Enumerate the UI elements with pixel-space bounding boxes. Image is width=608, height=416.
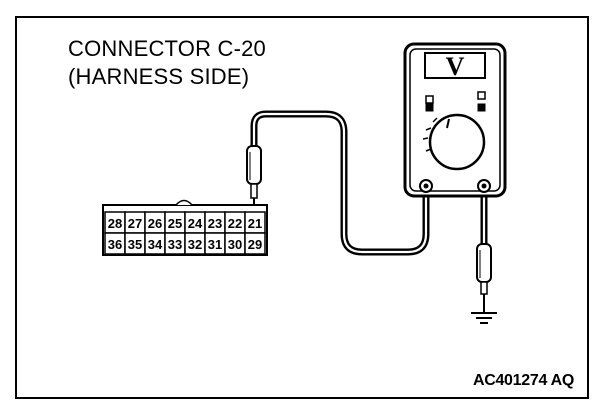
connector-pin-24: 24 xyxy=(184,211,206,234)
multimeter-icon: V xyxy=(403,42,507,198)
connector-pin-35: 35 xyxy=(124,232,146,255)
connector-pin-22: 22 xyxy=(224,211,246,234)
connector-pin-label: 22 xyxy=(228,216,242,231)
meter-dial xyxy=(422,113,486,171)
connector-top-row: 28 27 26 25 24 23 22 21 xyxy=(104,211,266,234)
figure-code: AC401274 AQ xyxy=(472,372,574,389)
meter-terminal-v xyxy=(477,179,491,193)
meter-terminal-com xyxy=(419,179,433,193)
connector-pin-label: 30 xyxy=(228,237,242,252)
probe-wire-left xyxy=(250,110,430,256)
connector-pin-34: 34 xyxy=(144,232,166,255)
connector-pin-29: 29 xyxy=(244,232,266,255)
connector-pin-32: 32 xyxy=(184,232,206,255)
connector-pin-33: 33 xyxy=(164,232,186,255)
connector-pin-26: 26 xyxy=(144,211,166,234)
connector-pin-25: 25 xyxy=(164,211,186,234)
probe-wire-left-inner xyxy=(252,112,428,254)
connector-pin-label: 23 xyxy=(208,216,222,231)
connector-pin-36: 36 xyxy=(104,232,126,255)
ground-symbol-icon xyxy=(471,312,497,324)
connector-pin-label: 35 xyxy=(128,237,142,252)
connector-pin-label: 24 xyxy=(188,216,203,231)
connector-pin-30: 30 xyxy=(224,232,246,255)
diagram-frame xyxy=(15,16,589,399)
connector-pin-27: 27 xyxy=(124,211,146,234)
connector-bottom-row: 36 35 34 33 32 31 30 29 xyxy=(104,232,266,255)
connector-pin-label: 27 xyxy=(128,216,142,231)
connector-pin-label: 34 xyxy=(148,237,163,252)
diagram-title-line2: (HARNESS SIDE) xyxy=(68,64,250,89)
connector-pin-label: 26 xyxy=(148,216,162,231)
meter-switch-3 xyxy=(477,91,486,100)
meter-display-letter: V xyxy=(446,52,465,81)
diagram-title-line1: CONNECTOR C-20 xyxy=(68,36,266,61)
probe-icon xyxy=(246,145,262,213)
connector-pin-label: 21 xyxy=(248,216,262,231)
meter-switch-2 xyxy=(425,103,434,112)
connector-pin-label: 31 xyxy=(208,237,222,252)
connector-pin-label: 32 xyxy=(188,237,202,252)
meter-switch-1 xyxy=(425,95,434,104)
connector-pin-label: 28 xyxy=(108,216,122,231)
connector-pin-31: 31 xyxy=(204,232,226,255)
connector-pin-label: 36 xyxy=(108,237,122,252)
meter-switch-4 xyxy=(477,103,486,112)
connector-pin-21: 21 xyxy=(244,211,266,234)
connector-pin-label: 29 xyxy=(248,237,262,252)
connector-c20: 28 27 26 25 24 23 22 21 36 35 34 33 32 31 30 29 xyxy=(102,199,268,256)
connector-pin-23: 23 xyxy=(204,211,226,234)
ground-probe-icon xyxy=(476,243,492,312)
meter-display: V xyxy=(424,52,486,81)
connector-pin-label: 25 xyxy=(168,216,182,231)
connector-pin-label: 33 xyxy=(168,237,182,252)
connector-pin-28: 28 xyxy=(104,211,126,234)
